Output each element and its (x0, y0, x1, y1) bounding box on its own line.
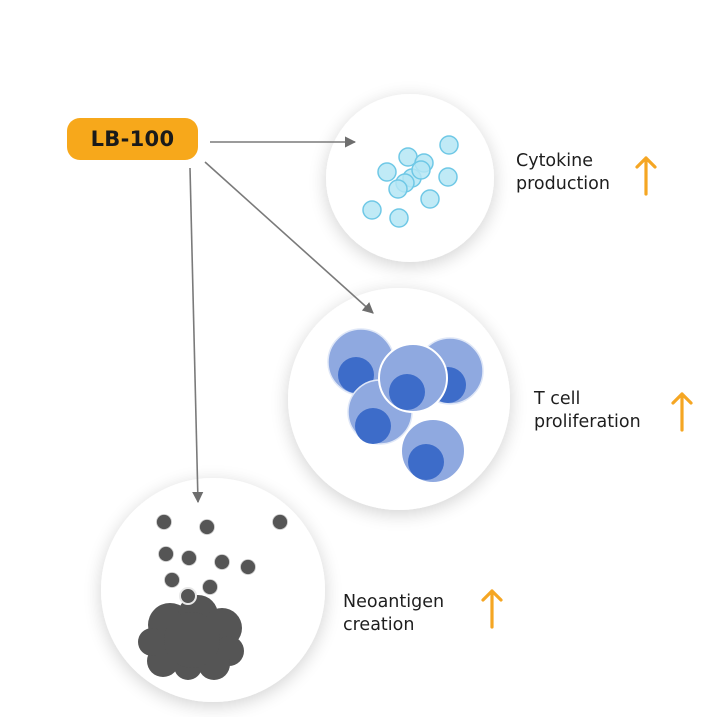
effect-label-line: proliferation (534, 412, 641, 432)
neoantigen-particle (199, 519, 215, 535)
up-arrow-icon (481, 589, 503, 629)
effect-label-cytokine: Cytokine production (516, 150, 610, 196)
effect-label-line: creation (343, 615, 415, 635)
drug-label-lb100: LB-100 (67, 118, 198, 160)
neoantigen-particles (156, 514, 288, 595)
effect-label-line: T cell (534, 389, 581, 409)
effect-label-line: Cytokine (516, 151, 593, 171)
neoantigen-particle (158, 546, 174, 562)
cytokine-particle (438, 167, 458, 187)
neoantigen-particle-budding (179, 587, 197, 605)
arrow-to-neoantigen (189, 167, 204, 504)
effect-label-tcell: T cell proliferation (534, 388, 641, 434)
tumor-cell-blob (138, 595, 244, 680)
up-arrow-icon (635, 156, 657, 196)
up-arrow-icon (671, 392, 693, 432)
cytokine-particle (388, 179, 408, 199)
effect-label-neoantigen: Neoantigen creation (343, 591, 444, 637)
effect-label-line: production (516, 174, 610, 194)
neoantigen-particle (202, 579, 218, 595)
tcell (327, 328, 395, 396)
tcell (378, 343, 448, 413)
neoantigen-particle (181, 550, 197, 566)
cytokine-particles (362, 135, 459, 228)
tcell-cluster (327, 328, 484, 484)
tcell (400, 418, 466, 484)
cytokine-particle (411, 160, 431, 180)
neoantigen-particle (240, 559, 256, 575)
cytokine-particle (389, 208, 409, 228)
neoantigen-particle (156, 514, 172, 530)
cytokine-particle (420, 189, 440, 209)
neoantigen-particle (164, 572, 180, 588)
effect-label-line: Neoantigen (343, 592, 445, 612)
cytokine-particle (362, 200, 382, 220)
neoantigen-particle (272, 514, 288, 530)
cytokine-particle (377, 162, 397, 182)
neoantigen-particle (214, 554, 230, 570)
arrow-to-tcell (204, 161, 374, 314)
cytokine-particle (439, 135, 459, 155)
